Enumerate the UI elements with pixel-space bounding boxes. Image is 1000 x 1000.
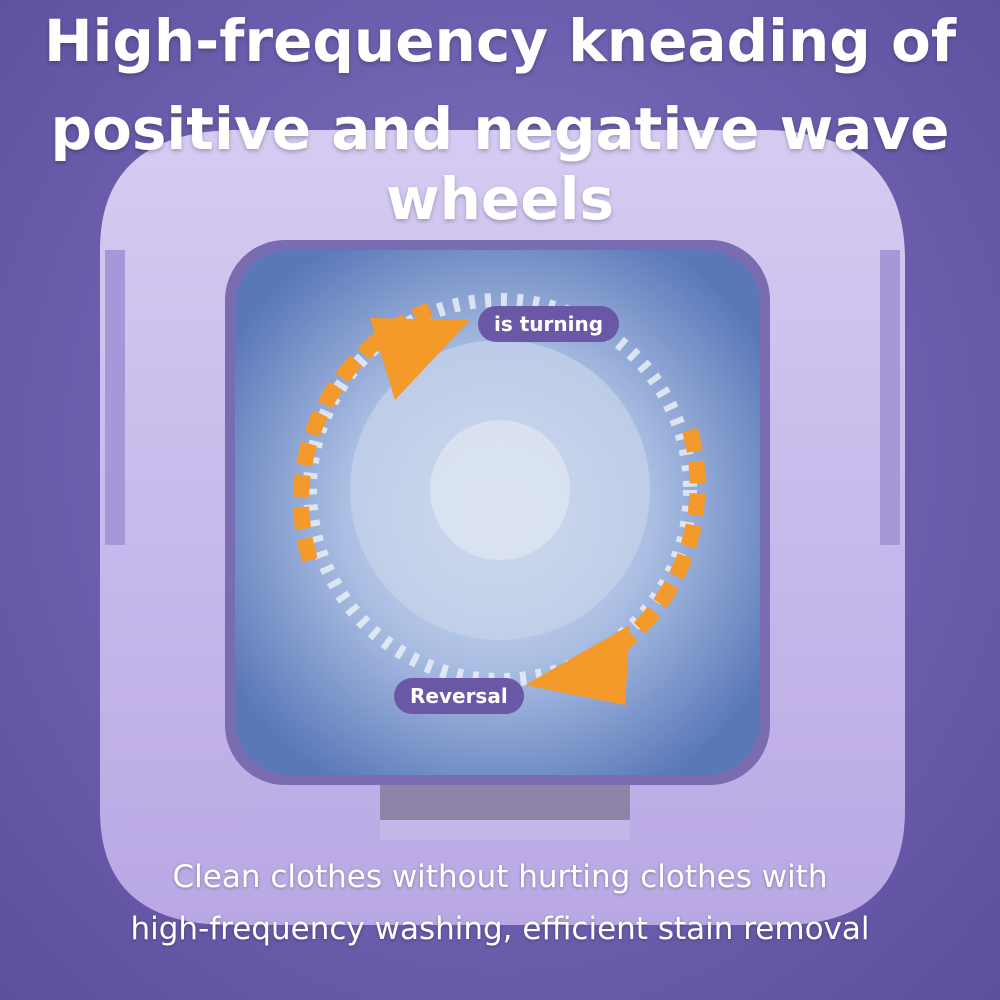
label-reversal: Reversal [394,678,524,714]
caption-line-2: high-frequency washing, efficient stain … [130,911,870,947]
caption-line-1: Clean clothes without hurting clothes wi… [172,859,828,895]
headline-line-2: positive and negative wave wheels [50,95,950,233]
headline-line-1: High-frequency kneading of [43,7,957,75]
rotation-arrows [293,302,706,705]
label-is-turning: is turning [478,306,620,342]
